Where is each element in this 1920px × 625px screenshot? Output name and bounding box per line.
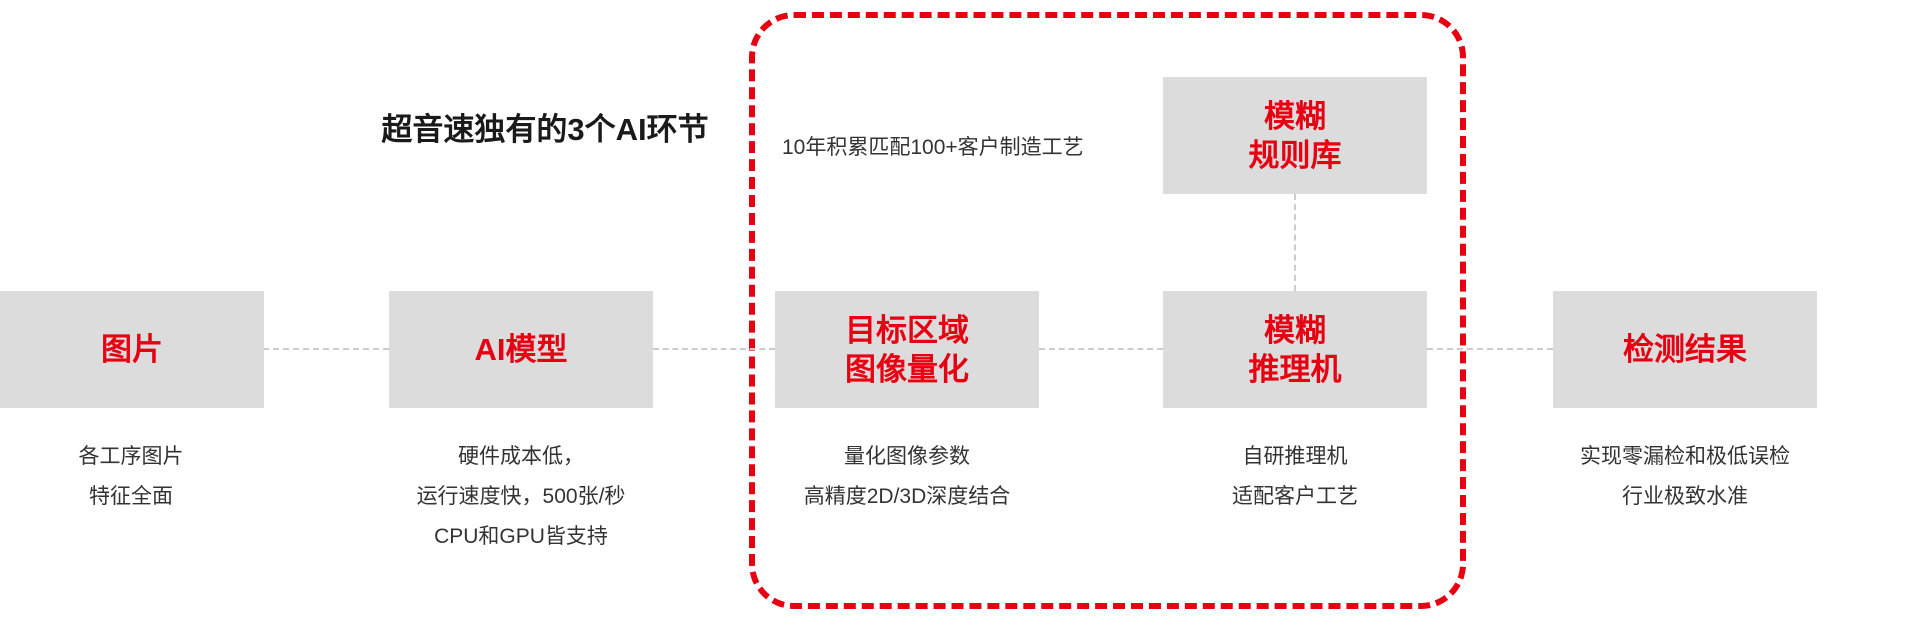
node-label-line: 模糊 [1264,312,1326,348]
caption-line: 硬件成本低， [458,445,584,468]
connector-image-to-ai-model [263,348,389,350]
connector-rulebase-to-inference [1294,194,1296,291]
node-label-line: 图像量化 [845,351,969,387]
caption-line: 适配客户工艺 [1232,485,1358,508]
caption-line: 运行速度快，500张/秒 [416,485,626,508]
caption-line: 各工序图片 [78,445,184,468]
connector-target-to-inference [1039,348,1163,350]
caption-line: 行业极致水准 [1622,485,1748,508]
node-box-fuzzy-rule-base: 模糊 规则库 [1163,77,1427,194]
caption-target-region-quantization: 量化图像参数 高精度2D/3D深度结合 [687,437,1127,517]
connector-ai-model-to-target [653,348,775,350]
caption-line: CPU和GPU皆支持 [434,525,608,548]
connector-inference-to-result [1427,348,1553,350]
node-label-line: 目标区域 [845,312,969,348]
node-box-image: 图片 [0,291,264,408]
node-box-ai-model: AI模型 [389,291,653,408]
node-label-line: 推理机 [1248,351,1342,387]
node-label-line: 规则库 [1248,137,1342,173]
node-label: 检测结果 [1623,332,1747,367]
node-label: AI模型 [474,332,568,367]
caption-fuzzy-inference-engine: 自研推理机 适配客户工艺 [1075,437,1515,517]
node-label: 图片 [101,332,163,367]
diagram-title: 超音速独有的3个AI环节 [381,112,709,147]
red-frame-annotation: 10年积累匹配100+客户制造工艺 [782,136,1084,159]
node-box-target-region-quantization: 目标区域 图像量化 [775,291,1039,408]
caption-ai-model: 硬件成本低， 运行速度快，500张/秒 CPU和GPU皆支持 [301,437,741,557]
caption-line: 量化图像参数 [844,445,970,468]
caption-line: 自研推理机 [1242,445,1348,468]
caption-line: 实现零漏检和极低误检 [1580,445,1790,468]
node-box-fuzzy-inference-engine: 模糊 推理机 [1163,291,1427,408]
caption-line: 特征全面 [89,485,173,508]
highlight-dashed-frame [749,12,1466,609]
caption-image: 各工序图片 特征全面 [0,437,351,517]
caption-line: 高精度2D/3D深度结合 [803,485,1011,508]
node-label-line: 模糊 [1264,98,1326,134]
node-box-detection-result: 检测结果 [1553,291,1817,408]
caption-detection-result: 实现零漏检和极低误检 行业极致水准 [1465,437,1905,517]
